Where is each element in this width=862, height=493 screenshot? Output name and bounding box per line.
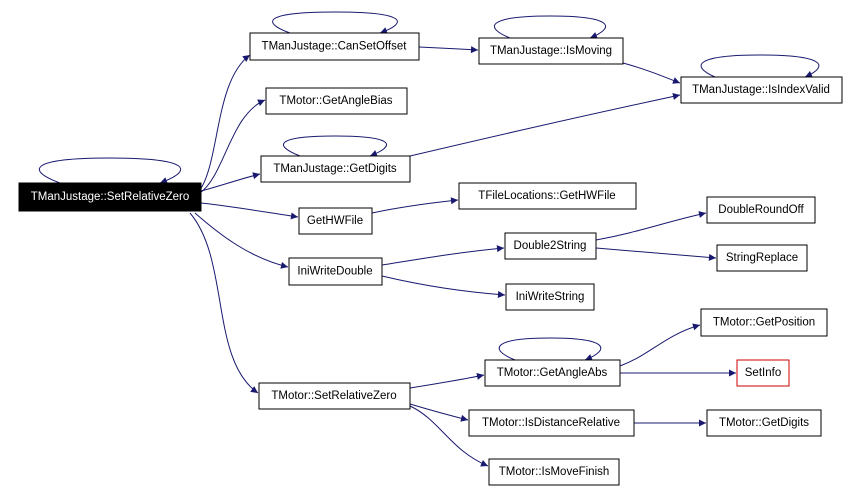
node-set-info[interactable]: SetInfo <box>736 359 790 387</box>
edge-motor-set-relative-zero-to-is-move-finish <box>409 405 489 467</box>
node-motor-get-digits[interactable]: TMotor::GetDigits <box>706 409 822 437</box>
edge-motor-set-relative-zero-to-is-distance-relative <box>409 403 469 422</box>
node-label: TManJustage::CanSetOffset <box>262 41 408 53</box>
node-double2string[interactable]: Double2String <box>504 232 597 260</box>
edge-root-to-motor-set-relative-zero <box>189 212 259 394</box>
node-label: TManJustage::IsMoving <box>490 45 612 57</box>
node-motor-set-relative-zero[interactable]: TMotor::SetRelativeZero <box>258 382 411 410</box>
node-label: TMotor::IsMoveFinish <box>499 466 610 478</box>
node-label: TMotor::SetRelativeZero <box>271 390 396 402</box>
edge-self-loop-can-set-offset <box>272 11 398 34</box>
edge-is-moving-to-is-index-valid <box>622 62 681 84</box>
node-label: TManJustage::GetDigits <box>273 163 397 175</box>
node-string-replace[interactable]: StringReplace <box>716 244 808 272</box>
node-label: TMotor::GetPosition <box>713 317 815 329</box>
node-ini-write-string[interactable]: IniWriteString <box>505 283 595 311</box>
nodes: TManJustage::SetRelativeZero TManJustage… <box>18 32 843 486</box>
edge-get-hw-file-to-file-locations <box>371 197 459 214</box>
node-label: Double2String <box>514 240 587 252</box>
edge-get-angle-abs-to-get-position <box>619 323 701 367</box>
edge-can-set-offset-to-is-moving <box>418 46 479 54</box>
edge-ini-write-double-to-double2string <box>381 245 505 266</box>
node-get-angle-abs[interactable]: TMotor::GetAngleAbs <box>484 359 621 387</box>
node-label: StringReplace <box>726 252 798 264</box>
node-get-hw-file[interactable]: GetHWFile <box>298 207 373 235</box>
node-label: TMotor::IsDistanceRelative <box>482 417 620 429</box>
edges <box>39 11 820 467</box>
node-file-locations-get-hw-file[interactable]: TFileLocations::GetHWFile <box>458 182 637 210</box>
edge-double2string-to-double-round-off <box>595 211 707 241</box>
edge-self-loop-is-moving <box>493 15 607 39</box>
node-get-angle-bias[interactable]: TMotor::GetAngleBias <box>265 87 408 115</box>
node-label: IniWriteDouble <box>297 266 372 278</box>
node-is-moving[interactable]: TManJustage::IsMoving <box>478 37 624 65</box>
edge-self-loop-is-index-valid <box>700 54 820 78</box>
node-is-move-finish[interactable]: TMotor::IsMoveFinish <box>488 458 620 486</box>
edge-root-to-ini-write-double <box>194 212 289 269</box>
edge-ini-write-double-to-ini-write-string <box>381 275 506 298</box>
edge-get-digits-mj-to-is-index-valid <box>409 93 681 157</box>
edge-root-to-get-angle-bias <box>199 99 266 194</box>
edge-self-loop-get-digits-mj <box>283 135 387 157</box>
node-can-set-offset[interactable]: TManJustage::CanSetOffset <box>249 32 420 61</box>
edge-double2string-to-string-replace <box>595 247 717 261</box>
node-label: TManJustage::IsIndexValid <box>692 84 830 96</box>
node-label: SetInfo <box>745 367 781 379</box>
edge-root-to-get-digits-mj <box>200 172 261 192</box>
edge-root-to-can-set-offset <box>199 54 251 191</box>
node-ini-write-double[interactable]: IniWriteDouble <box>288 257 383 286</box>
node-label: TMotor::GetAngleBias <box>279 95 392 107</box>
node-set-relative-zero[interactable]: TManJustage::SetRelativeZero <box>18 182 202 212</box>
edge-self-loop-get-angle-abs <box>498 337 602 361</box>
node-label: DoubleRoundOff <box>718 204 804 216</box>
node-get-position[interactable]: TMotor::GetPosition <box>700 308 828 337</box>
node-label: TFileLocations::GetHWFile <box>478 190 615 202</box>
node-label: TMotor::GetAngleAbs <box>497 367 608 379</box>
node-label: GetHWFile <box>307 215 363 227</box>
node-label: TMotor::GetDigits <box>719 417 809 429</box>
node-is-index-valid[interactable]: TManJustage::IsIndexValid <box>680 76 843 104</box>
node-is-distance-relative[interactable]: TMotor::IsDistanceRelative <box>468 409 635 437</box>
node-double-round-off[interactable]: DoubleRoundOff <box>706 196 816 224</box>
edge-motor-set-relative-zero-to-get-angle-abs <box>409 373 485 389</box>
edge-root-to-get-hw-file <box>200 202 299 220</box>
node-label: TManJustage::SetRelativeZero <box>31 191 190 203</box>
edge-self-loop-set-relative-zero <box>39 157 181 184</box>
node-get-digits-mj[interactable]: TManJustage::GetDigits <box>260 155 411 183</box>
node-label: IniWriteString <box>516 291 585 303</box>
